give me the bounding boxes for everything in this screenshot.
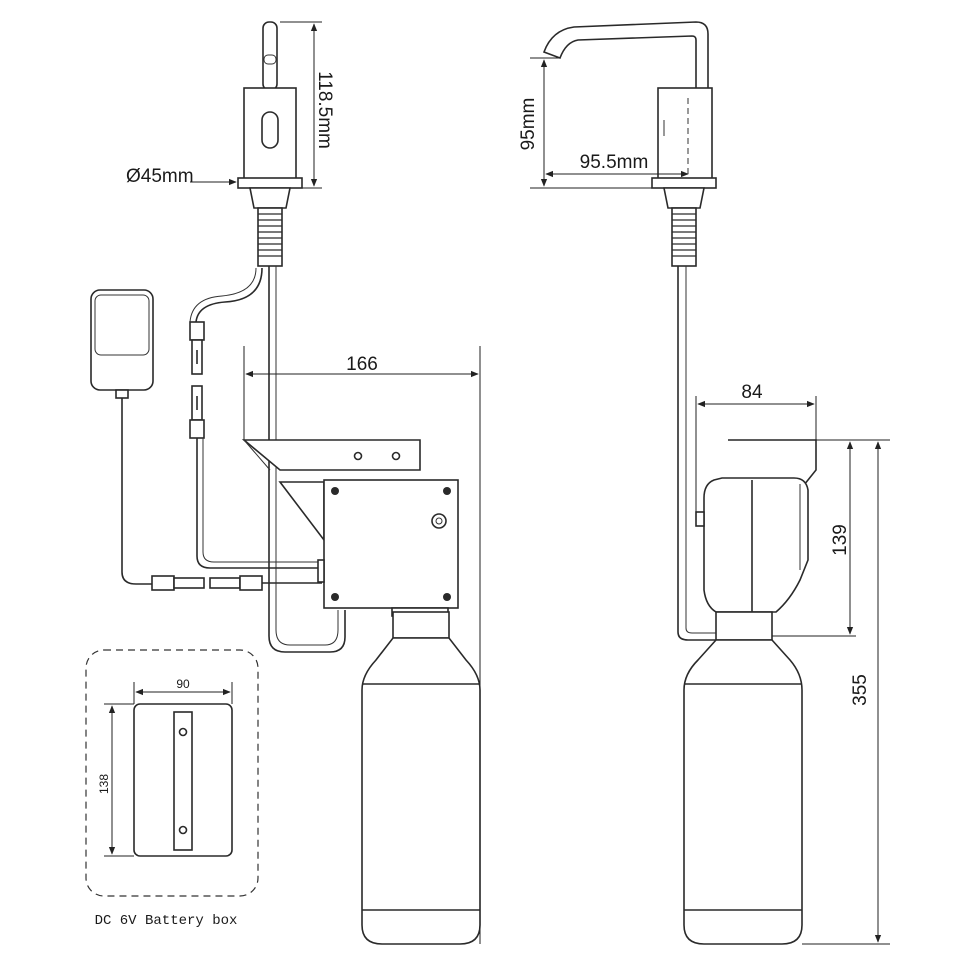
side-pump-housing xyxy=(695,477,809,613)
side-supply-tube xyxy=(677,266,716,641)
front-battery-pack xyxy=(90,289,154,585)
side-total-height-label: 355 xyxy=(850,674,871,706)
dim-side-spout-height: 95mm xyxy=(518,57,652,189)
front-control-box xyxy=(317,479,459,617)
front-threaded-shank xyxy=(257,207,283,267)
front-soap-bottle xyxy=(361,611,481,945)
side-spout xyxy=(542,21,709,91)
front-spout xyxy=(262,21,278,91)
side-mount-nut xyxy=(663,187,705,209)
battery-width-label: 90 xyxy=(176,677,190,691)
battery-box-detail: 90 138 DC 6V Battery box xyxy=(85,649,259,929)
dim-battery-height: 138 xyxy=(97,703,134,857)
side-sensor-body xyxy=(657,87,713,181)
front-height-label: 118.5mm xyxy=(314,71,335,149)
front-diameter-label: Ø45mm xyxy=(126,166,194,187)
battery-height-label: 138 xyxy=(97,774,111,794)
front-sensor-cable xyxy=(195,267,263,323)
dim-side-spout-reach: 95.5mm xyxy=(545,152,689,178)
front-cable-connector-upper xyxy=(189,321,205,439)
side-base-flange xyxy=(651,177,717,189)
front-supply-tube xyxy=(268,266,346,653)
side-spout-height-label: 95mm xyxy=(518,98,539,151)
side-soap-bottle xyxy=(683,611,803,945)
dim-front-width: 166 xyxy=(243,346,481,944)
battery-box-plate xyxy=(133,703,233,857)
front-width-label: 166 xyxy=(346,354,378,375)
front-cable-connector-lower xyxy=(151,575,322,591)
front-mount-nut xyxy=(249,187,291,209)
side-view: 95mm 95.5mm 84 139 355 xyxy=(518,21,890,945)
dim-front-diameter: Ø45mm xyxy=(126,166,237,187)
front-sensor-body xyxy=(243,87,297,181)
side-box-height-label: 139 xyxy=(830,524,851,556)
front-base-flange xyxy=(237,177,303,189)
dim-side-box-height: 139 xyxy=(728,439,890,637)
battery-box-callout-border xyxy=(85,649,259,897)
battery-box-caption: DC 6V Battery box xyxy=(95,913,238,929)
dim-front-height: 118.5mm xyxy=(280,21,335,189)
side-spout-reach-label: 95.5mm xyxy=(580,152,649,173)
side-depth-label: 84 xyxy=(741,382,763,403)
dim-side-depth: 84 xyxy=(695,382,817,520)
dim-side-total-height: 355 xyxy=(802,441,890,945)
dim-battery-width: 90 xyxy=(133,677,233,704)
front-mount-bracket xyxy=(241,439,421,543)
front-view: 118.5mm Ø45mm 166 xyxy=(90,21,481,945)
side-threaded-shank xyxy=(671,207,697,267)
